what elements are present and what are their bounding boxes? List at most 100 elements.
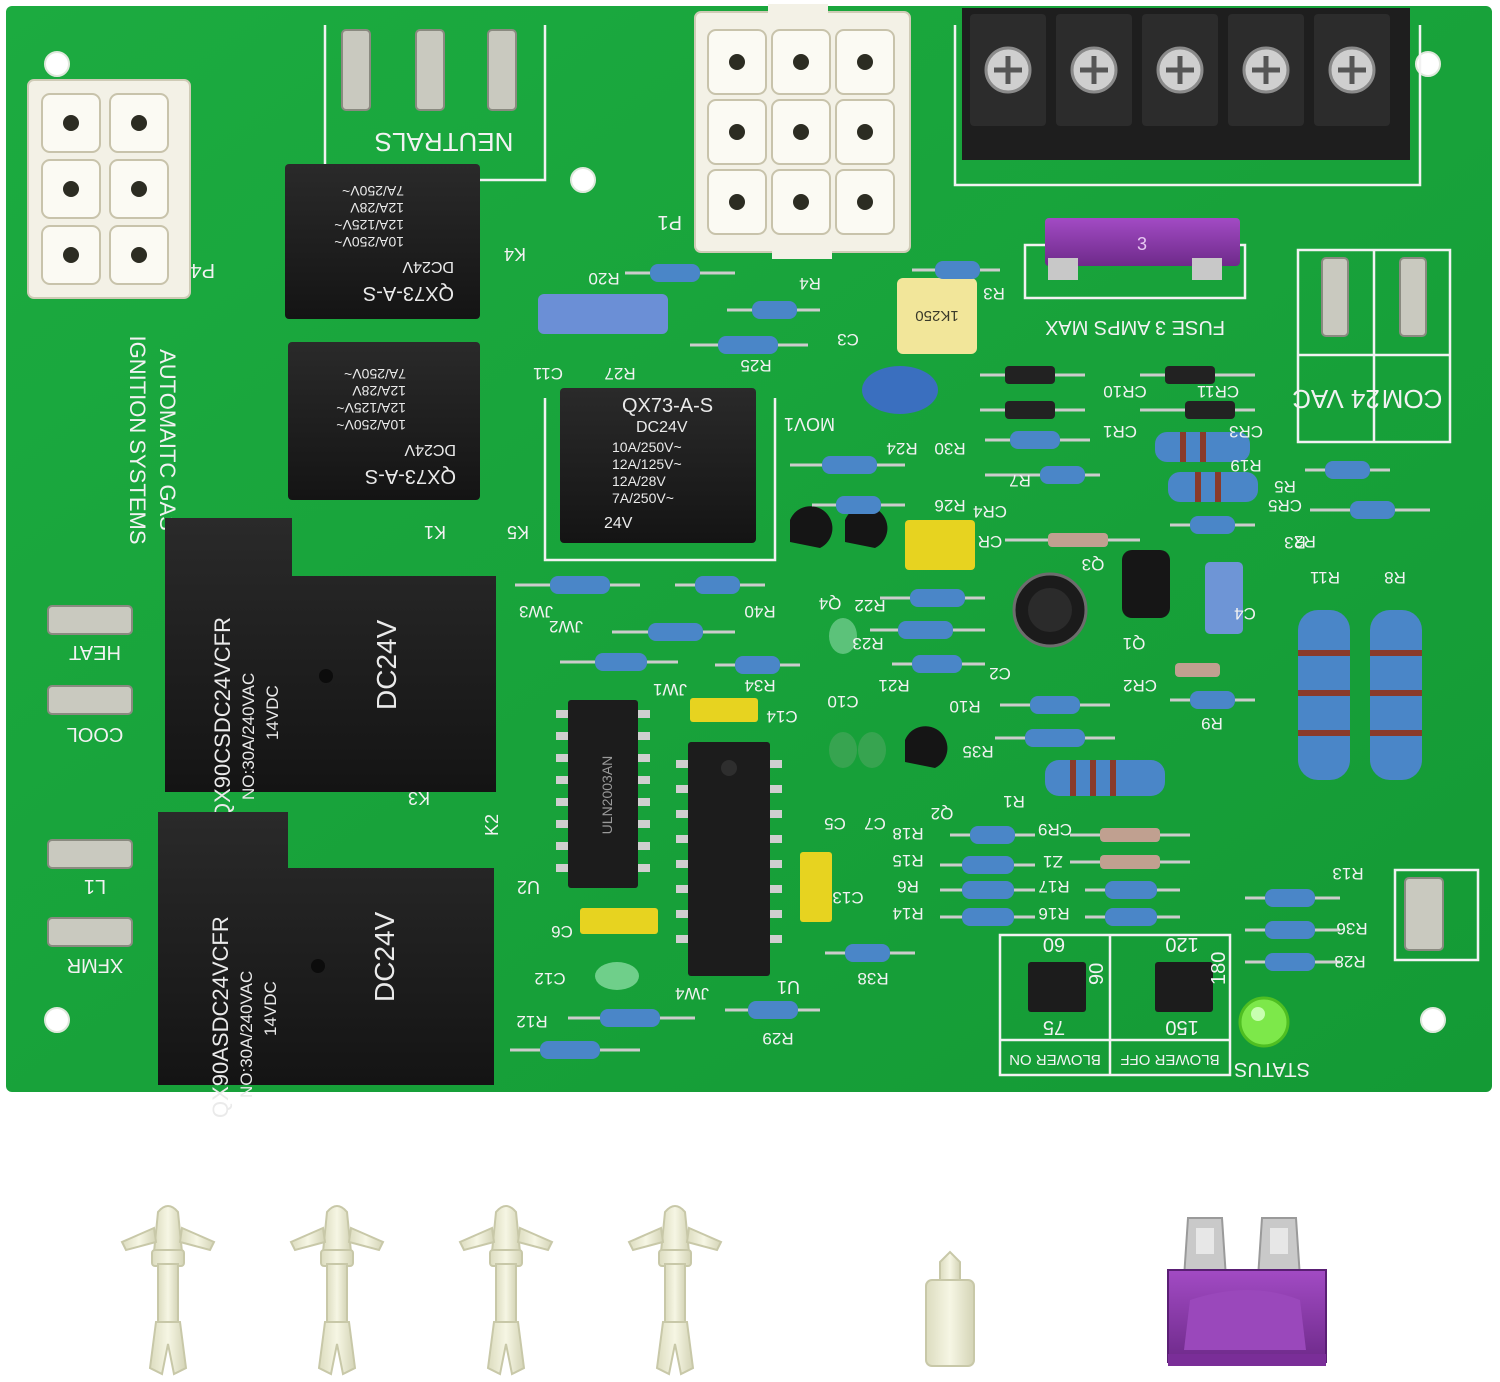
- varistor: [862, 366, 938, 414]
- 24vac-label: 24 VAC: [1292, 384, 1380, 414]
- relay-rating: 7A/250V~: [612, 490, 674, 506]
- component-ref-label: JW1: [653, 680, 687, 699]
- box-capacitor: [690, 698, 758, 722]
- box-capacitor: [905, 520, 975, 570]
- neutrals-label: NEUTRALS: [375, 127, 514, 157]
- component-ref-label: CR4: [973, 502, 1007, 521]
- blower-on-setting: 90: [1086, 963, 1108, 985]
- component-ref-label: R1: [1003, 792, 1025, 811]
- component-ref-label: R21: [878, 676, 909, 695]
- relay-rating: NO:30A/240VAC: [239, 673, 258, 800]
- u1-ref: U1: [777, 977, 800, 997]
- relay-model: QX73-A-S: [622, 395, 713, 417]
- component-ref-label: C2: [989, 664, 1011, 683]
- transistor: [790, 506, 833, 548]
- relay-rating: 12A/125V~: [612, 456, 682, 472]
- fuse-mark: 3: [1137, 234, 1147, 254]
- mounting-hole: [1420, 1007, 1446, 1033]
- relay-rating: 7A/250V~: [342, 183, 404, 199]
- component-ref-label: C14: [766, 707, 797, 726]
- status-led: STATUS: [1234, 996, 1310, 1080]
- component-ref-label: CR1: [1103, 422, 1137, 441]
- relay-coil-mark: 24V: [604, 515, 633, 532]
- box-capacitor: [580, 908, 658, 934]
- blower-off-setting: 180: [1208, 952, 1230, 985]
- component-ref-label: R4: [799, 274, 821, 293]
- relay-k5: QX73-A-S DC24V 10A/250V~ 12A/125V~ 12A/2…: [507, 388, 777, 562]
- relay-coil: DC24V: [369, 911, 400, 1002]
- component-ref-label: R14: [892, 904, 923, 923]
- connector-p4: P4: [27, 79, 215, 299]
- u2-ref: U2: [517, 877, 540, 897]
- relay-rating: NO:30A/240VAC: [237, 971, 256, 1098]
- relay-rating: 12A/28V: [350, 200, 404, 216]
- relay-k4: QX73-A-S DC24V 10A/250V~ 12A/125V~ 12A/2…: [285, 164, 526, 319]
- component-ref-label: JW3: [519, 602, 553, 621]
- component-ref-label: C3: [837, 330, 859, 349]
- nylon-standoff: [120, 1205, 216, 1376]
- component-ref-label: R5: [1274, 477, 1296, 496]
- heat-label: HEAT: [69, 641, 121, 663]
- component-ref-label: R25: [740, 356, 771, 375]
- nylon-standoff: [289, 1205, 385, 1376]
- relay-k2: QX90ASDC24VCFR NO:30A/240VAC 14VDC DC24V…: [158, 812, 502, 1118]
- mounting-hole: [1415, 51, 1441, 77]
- relay-rating: 12A/125V~: [334, 217, 404, 233]
- relay-model: QX73-A-S: [365, 465, 456, 487]
- component-ref-label: JW4: [675, 984, 709, 1003]
- load-terminals: HEAT COOL L1 XFMR: [47, 605, 133, 976]
- component-ref-label: CR5: [1268, 496, 1302, 515]
- component-ref-label: JW2: [549, 617, 583, 636]
- component-ref-label: R38: [857, 969, 888, 988]
- brand-silkscreen: AUTOMAITC GAS IGNITION SYSTEMS: [125, 335, 180, 544]
- component-ref-label: R20: [588, 269, 619, 288]
- ceramic-resistor: [897, 278, 977, 354]
- transistor: [905, 726, 948, 768]
- relay-rating: 10A/250V~: [336, 417, 406, 433]
- xfmr-label: XFMR: [67, 954, 124, 976]
- component-ref-label: R8: [1384, 568, 1406, 587]
- relay-k1: QX73-A-S DC24V 10A/250V~ 12A/125V~ 12A/2…: [288, 342, 480, 542]
- relay-dc: 14VDC: [263, 685, 282, 740]
- component-ref-label: CR3: [1229, 422, 1263, 441]
- component-ref-label: CR10: [1103, 382, 1146, 401]
- component-ref-label: R26: [934, 496, 965, 515]
- transistor: [1122, 550, 1170, 618]
- component-ref-label: R10: [949, 697, 980, 716]
- cool-label: COOL: [67, 723, 124, 745]
- component-ref-label: R11: [1310, 568, 1340, 587]
- relay-dc: 14VDC: [261, 981, 280, 1036]
- com-label: COM: [1382, 384, 1443, 414]
- relay-ref: K2: [482, 814, 502, 836]
- mov-label: MOV1: [784, 414, 835, 434]
- neutral-terminals: NEUTRALS: [323, 25, 547, 182]
- u2-marking: ULN2003AN: [599, 756, 615, 835]
- mounting-hole: [44, 51, 70, 77]
- relay-rating: 10A/250V~: [612, 439, 682, 455]
- relay-coil: DC24V: [402, 258, 454, 275]
- component-ref-label: R36: [1336, 919, 1367, 938]
- component-ref-label: R12: [516, 1012, 547, 1031]
- component-ref-label: R29: [762, 1029, 793, 1048]
- component-ref-label: Q3: [1082, 555, 1105, 574]
- brand-line-2: IGNITION SYSTEMS: [125, 335, 150, 544]
- blower-off-setting: 120: [1165, 933, 1198, 955]
- mounting-hole: [44, 1007, 70, 1033]
- nylon-standoff: [458, 1205, 554, 1376]
- relay-model: QX73-A-S: [363, 282, 454, 304]
- right-terminal: [1393, 868, 1480, 962]
- component-ref-label: C10: [827, 692, 858, 711]
- component-ref-label: R23: [852, 634, 883, 653]
- component-ref-label: R16: [1038, 904, 1069, 923]
- relay-rating: 7A/250V~: [344, 366, 406, 382]
- screw-terminal-block: [953, 8, 1422, 187]
- component-ref-label: R28: [1334, 952, 1365, 971]
- relay-rating: 12A/28V: [612, 473, 666, 489]
- component-ref-label: Q2: [931, 804, 954, 823]
- component-ref-label: R3: [1284, 533, 1306, 552]
- blower-on-label: BLOWER ON: [1009, 1051, 1101, 1068]
- component-ref-label: R22: [854, 596, 885, 615]
- p4-label: P4: [191, 259, 215, 281]
- component-ref-label: R15: [892, 851, 923, 870]
- component-ref-label: C12: [534, 969, 565, 988]
